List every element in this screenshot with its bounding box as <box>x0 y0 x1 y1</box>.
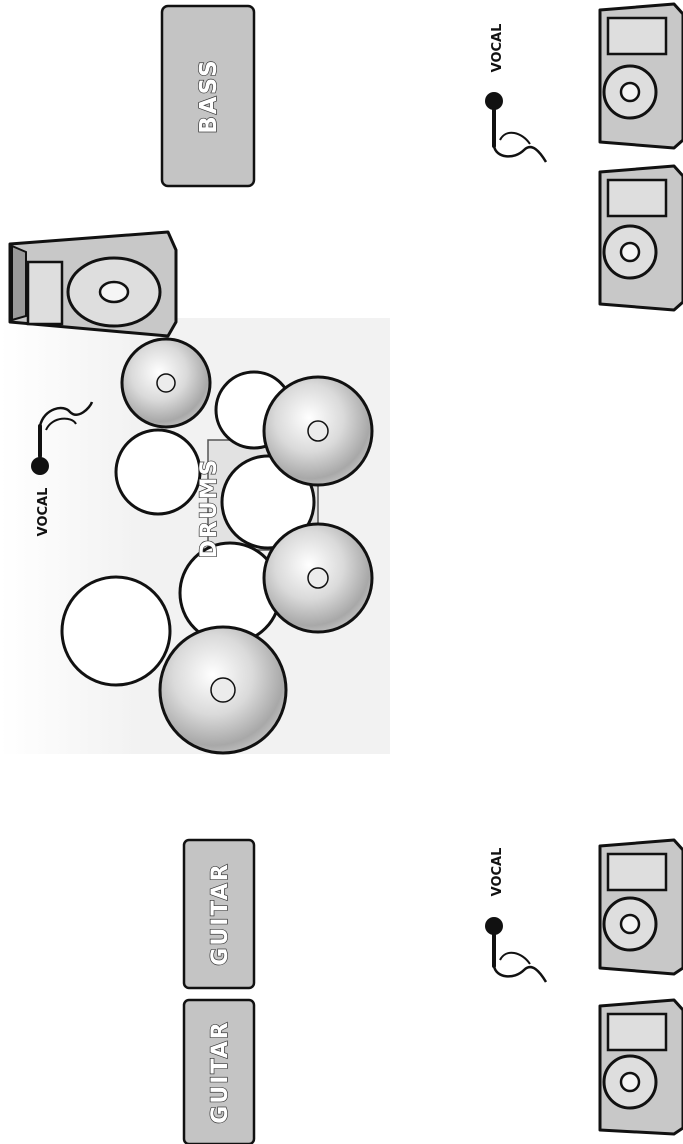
vocal-label: VOCAL <box>490 848 505 897</box>
monitor-speaker-2 <box>598 164 683 312</box>
monitor-speaker-4 <box>598 998 683 1136</box>
vocal-mic-bottom: VOCAL <box>485 848 548 983</box>
drum-kit: DRUMS <box>60 337 374 755</box>
drum-monitor-speaker <box>8 230 178 338</box>
vocal-mic-top: VOCAL <box>485 24 548 163</box>
monitor-speaker-3 <box>598 838 683 976</box>
bass-label: BASS <box>196 58 222 133</box>
monitor-speaker-1 <box>598 2 683 150</box>
cymbal <box>262 375 374 487</box>
guitar-label: GUITAR <box>208 1020 233 1123</box>
vocal-label: VOCAL <box>36 488 51 537</box>
vocal-label: VOCAL <box>490 24 505 73</box>
cymbal <box>262 522 374 634</box>
guitar-label: GUITAR <box>208 862 233 965</box>
tom-drum <box>114 428 202 516</box>
microphone-icon <box>485 92 548 163</box>
guitar-amp-left: GUITAR <box>182 998 256 1144</box>
microphone-icon <box>485 917 548 983</box>
microphone-icon <box>31 401 94 475</box>
floor-tom-drum <box>60 575 172 687</box>
vocal-mic-drummer: VOCAL <box>31 401 94 537</box>
drums-label: DRUMS <box>197 458 222 559</box>
cymbal <box>158 625 288 755</box>
guitar-amp-right: GUITAR <box>182 838 256 990</box>
cymbal <box>120 337 212 429</box>
bass-amp: BASS <box>160 4 256 188</box>
